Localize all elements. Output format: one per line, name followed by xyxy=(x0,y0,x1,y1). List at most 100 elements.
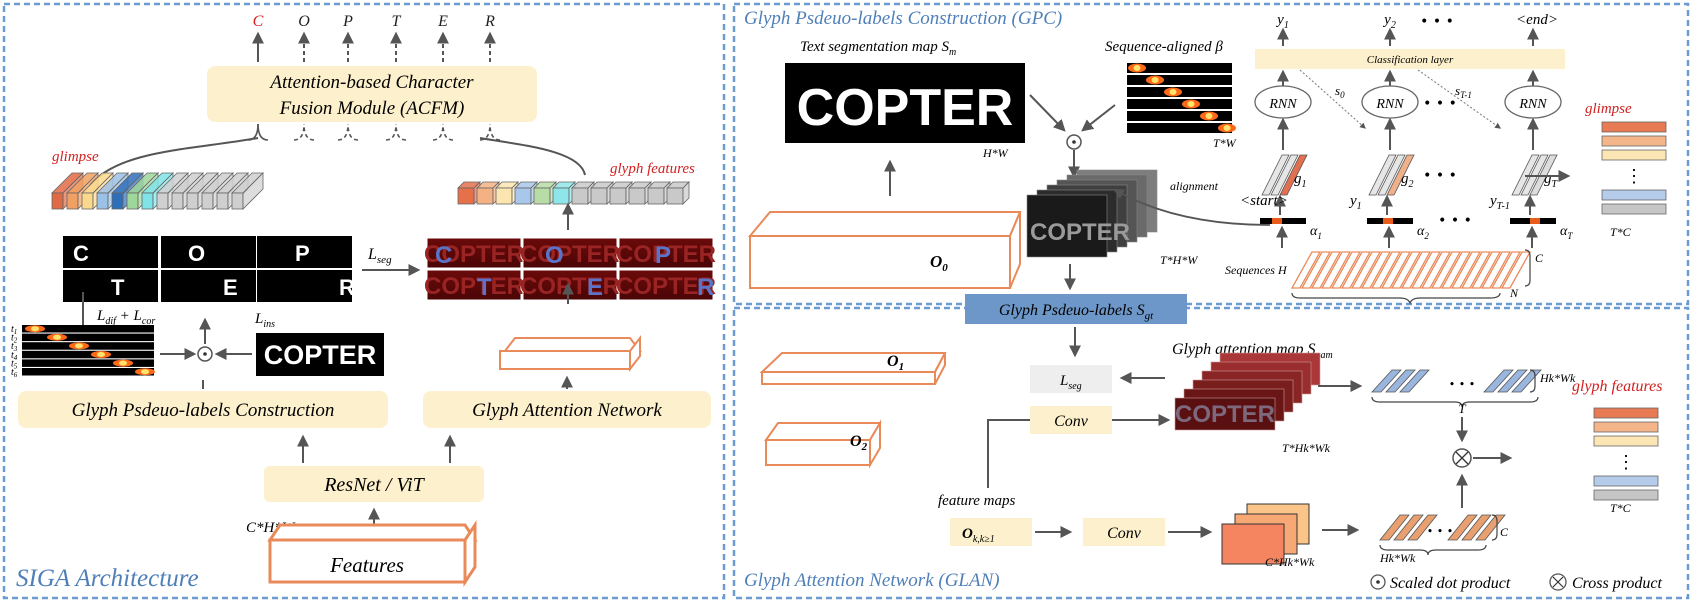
segmentation-map-text: COPTER xyxy=(797,79,1014,137)
heat-label-0: t1 xyxy=(11,324,17,336)
glyph-feature-bar-5 xyxy=(552,187,570,205)
glyph-feature-bar-10 xyxy=(647,187,665,205)
alpha-label-2: αT xyxy=(1560,224,1573,241)
glyph-attention-stack: COPTER xyxy=(1174,352,1321,431)
seq-aligned-label: Sequence-aligned β xyxy=(1105,39,1223,55)
glimpse-bar-7 xyxy=(156,192,169,210)
t-label: T xyxy=(1458,401,1466,416)
gam-text: COPTER xyxy=(1175,401,1275,428)
heat-label-2: t3 xyxy=(11,341,18,353)
glimpse-bar-3 xyxy=(96,192,109,210)
glyph-map-word-4: COPTER xyxy=(520,273,620,300)
glimpse-bars xyxy=(51,172,264,210)
glyph-map-2 xyxy=(618,237,714,269)
gpc-panel: Glyph Psdeuo-labels Construction (GPC) T… xyxy=(744,8,1667,324)
seg-map-label: Text segmentation map Sm xyxy=(800,39,956,58)
glyph-map-letter-5: R xyxy=(697,274,714,301)
glan-conv2-box xyxy=(1083,518,1165,546)
heat-row-3 xyxy=(22,350,154,359)
feature-maps-label: feature maps xyxy=(938,493,1016,509)
acfm-line2: Fusion Module (ACFM) xyxy=(279,98,465,119)
seq-slab-11 xyxy=(1400,251,1432,289)
glimpse-bar-4 xyxy=(111,192,124,210)
g-bar-1-0 xyxy=(1368,154,1397,196)
alpha-peak-2 xyxy=(1530,218,1540,224)
g-label-1: g2 xyxy=(1401,171,1414,190)
seq-slab-4 xyxy=(1330,251,1362,289)
gt-box xyxy=(965,294,1187,324)
thw-label: T*H*W xyxy=(1160,253,1198,267)
blue-slab-4 xyxy=(1497,369,1528,393)
ok-label: Ok,k≥1 xyxy=(962,526,995,545)
glyph-map-word-2: COPTER xyxy=(616,241,716,268)
seq-core-2 xyxy=(1169,89,1177,95)
o1-block xyxy=(761,371,936,385)
seq-slab-10 xyxy=(1390,251,1422,289)
sequences-label: Sequences H xyxy=(1225,263,1288,277)
g-label-0: g1 xyxy=(1294,171,1307,190)
output-char-4: E xyxy=(437,13,448,30)
gan-box xyxy=(423,391,711,428)
scaled-dot-legend: Scaled dot product xyxy=(1390,575,1511,592)
alpha-label-0: α1 xyxy=(1310,224,1322,241)
alpha-bar-0 xyxy=(1260,218,1306,224)
orange-slab-4 xyxy=(1461,514,1492,541)
glan-gf-row-1 xyxy=(1593,421,1659,433)
seq-slab-12 xyxy=(1410,251,1442,289)
seq-core-3 xyxy=(1187,101,1195,107)
heat-row-4 xyxy=(22,359,154,367)
acfm-branches xyxy=(247,123,501,141)
glyph-feature-bar-0 xyxy=(457,187,475,205)
glan-gf-row-3 xyxy=(1593,475,1659,487)
gpc-glimpse-row-2 xyxy=(1601,149,1667,161)
cross-product-legend: Cross product xyxy=(1572,575,1662,592)
seq-slab-21 xyxy=(1500,251,1532,289)
glyph-map-5 xyxy=(618,269,714,301)
seq-row-0 xyxy=(1127,63,1232,73)
thkwk-label: T*Hk*Wk xyxy=(1282,441,1331,455)
char-mask-2 xyxy=(257,236,352,268)
heat-row-1 xyxy=(22,333,154,342)
glyph-map-letter-4: E xyxy=(587,274,603,301)
seq-core-5 xyxy=(1223,125,1231,131)
glyph-feature-bar-1 xyxy=(476,187,494,205)
glyph-feature-bar-3 xyxy=(514,187,532,205)
glan-hkwk-label: Hk*Wk xyxy=(1379,551,1416,565)
gpc-box-label: Glyph Psdeuo-labels Construction xyxy=(72,400,335,421)
seq-slab-17 xyxy=(1460,251,1492,289)
glimpse-bar-10 xyxy=(201,192,214,210)
glyph-feature-bar-6 xyxy=(571,187,589,205)
acfm-line1: Attention-based Character xyxy=(268,72,474,93)
heat-core-4 xyxy=(119,360,127,366)
glyph-map-word-5: COPTER xyxy=(616,273,716,300)
seq-c-brace xyxy=(1524,249,1531,287)
gt-box-label: Glyph Psdeuo-labels Sgt xyxy=(999,302,1154,322)
glan-glyph-features-label: glyph features xyxy=(1572,378,1663,395)
glimpse-bar-1 xyxy=(66,192,79,210)
g-bar-0-0 xyxy=(1261,154,1290,196)
glan-gf-vdots: ⋮ xyxy=(1617,452,1635,473)
seq-slab-7 xyxy=(1360,251,1392,289)
glyph-feature-bar-11 xyxy=(666,187,684,205)
gpc-title: Glyph Psdeuo-labels Construction (GPC) xyxy=(744,8,1062,29)
glan-lseg-box xyxy=(1030,365,1112,393)
heat-core-5 xyxy=(141,369,149,375)
glyph-map-letter-0: C xyxy=(435,242,452,269)
glyph-map-letter-1: O xyxy=(545,242,564,269)
glyph-map-word-3: COPTER xyxy=(424,273,524,300)
seq-slab-5 xyxy=(1340,251,1372,289)
gam-layer-0 xyxy=(1174,397,1276,431)
alpha-dots: • • • xyxy=(1438,213,1472,229)
c-label: C xyxy=(1535,251,1544,265)
glyph-curve xyxy=(479,137,586,176)
gpc-panel-border xyxy=(732,2,1690,306)
blue-hw-brace xyxy=(1529,369,1536,393)
seq-core-1 xyxy=(1151,77,1159,83)
sequence-aligned-heatmap xyxy=(1127,63,1236,133)
blue-dots: • • • xyxy=(1449,378,1475,391)
glimpse-bar-0 xyxy=(51,192,64,210)
